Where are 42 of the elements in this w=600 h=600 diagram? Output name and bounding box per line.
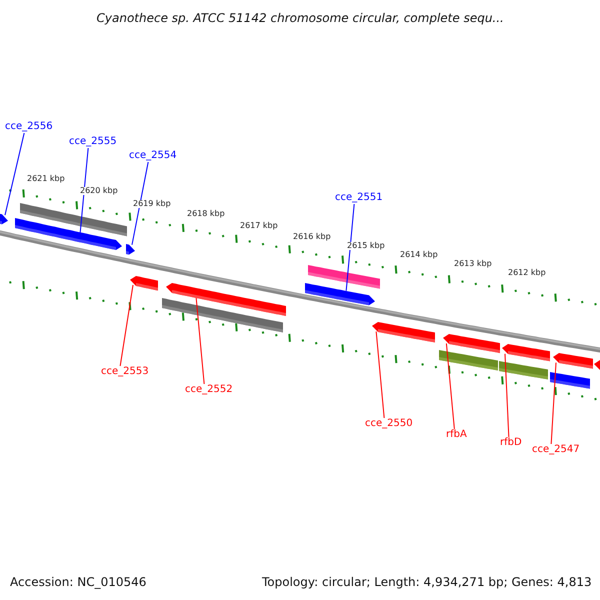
leader-line (346, 204, 355, 292)
leader-line (196, 298, 205, 384)
scale-label: 2616 kbp (293, 233, 331, 241)
scale-label: 2620 kbp (80, 187, 118, 195)
accession-text: Accession: NC_010546 (10, 576, 146, 588)
gene-feature (130, 276, 158, 290)
title: Cyanothece sp. ATCC 51142 chromosome circular, complete sequ... (96, 12, 504, 24)
scale-label: 2621 kbp (27, 175, 65, 183)
leader-line (376, 331, 385, 418)
scale-label: 2618 kbp (187, 210, 225, 218)
leader-line (4, 132, 25, 216)
gene-feature (15, 218, 122, 250)
gene-feature (443, 334, 500, 353)
leader-line (446, 342, 455, 430)
gene-feature (305, 282, 375, 306)
gene-label: cce_2555 (69, 137, 117, 147)
scale-label: 2612 kbp (508, 269, 546, 277)
scale-label: 2613 kbp (454, 260, 492, 268)
scale-label: 2619 kbp (133, 200, 171, 208)
gene-label: cce_2556 (5, 122, 53, 132)
gene-label: cce_2552 (185, 385, 233, 395)
leader-line (132, 162, 149, 246)
gene-label: cce_2550 (365, 419, 413, 429)
gene-feature (553, 353, 593, 369)
gene-label: cce_2553 (101, 367, 149, 377)
gene-feature (166, 283, 286, 316)
genome-summary-text: Topology: circular; Length: 4,934,271 bp; Genes: 4,813 (262, 576, 592, 588)
scale-label: 2615 kbp (347, 242, 385, 250)
gene-feature (126, 244, 135, 254)
gene-feature (502, 344, 550, 362)
scale-label: 2617 kbp (240, 222, 278, 230)
gene-label: cce_2554 (129, 151, 177, 161)
gene-label: cce_2547 (532, 445, 580, 455)
leader-line (120, 284, 134, 366)
leader-line (80, 148, 89, 234)
gene-feature (372, 322, 435, 342)
gene-label: cce_2551 (335, 193, 383, 203)
gene-label: rfbA (446, 430, 467, 440)
leader-line (550, 362, 556, 444)
scale-label: 2614 kbp (400, 251, 438, 259)
leader-line (504, 353, 510, 438)
gene-label: rfbD (500, 438, 522, 448)
